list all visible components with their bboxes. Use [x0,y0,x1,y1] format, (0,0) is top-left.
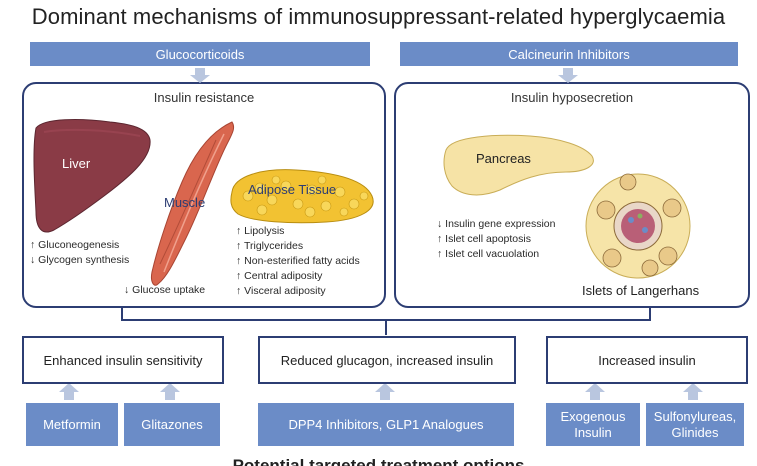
sulfonylureas-line: Sulfonylureas, [653,408,737,424]
adipose-tissue-icon [230,169,374,224]
up-arrow-icon [160,383,180,400]
glucocorticoids-header: Glucocorticoids [30,42,370,66]
adipose-effect-item: ↑ Central adiposity [236,270,323,282]
dpp4-glp1-box: DPP4 Inhibitors, GLP1 Analogues [258,403,514,446]
liver-label: Liver [62,156,91,171]
exogenous-insulin-box: Exogenous Insulin [546,403,640,446]
sulfonylureas-glinides-box: Sulfonylureas, Glinides [646,403,744,446]
muscle-label: Muscle [164,195,206,210]
pancreas-effect-item: ↓ Insulin gene expression [437,218,556,230]
connector-line [649,306,651,320]
adipose-effects: ↑ Lipolysis ↑ Triglycerides ↑ Non-esteri… [236,224,360,299]
adipose-tissue-label: Adipose Tissue [248,182,337,197]
pancreas-label: Pancreas [476,151,531,166]
down-arrow-icon [190,68,210,83]
metformin-box: Metformin [26,403,118,446]
glitazones-box: Glitazones [124,403,220,446]
liver-effects: ↑ Gluconeogenesis ↓ Glycogen synthesis [30,238,129,268]
up-arrow-icon [59,383,79,400]
exogenous-insulin-line: Exogenous [560,408,626,424]
pancreas-effects: ↓ Insulin gene expression ↑ Islet cell a… [437,217,556,262]
reduced-glucagon-box: Reduced glucagon, increased insulin [258,336,516,384]
islets-of-langerhans-label: Islets of Langerhans [582,283,700,298]
up-arrow-icon [585,383,605,400]
liver-icon [33,119,151,233]
up-arrow-icon [375,383,395,400]
down-arrow-icon [558,68,578,83]
diagram-title: Dominant mechanisms of immunosuppressant… [31,4,726,29]
pancreas-icon [443,134,594,196]
enhanced-insulin-sensitivity-box: Enhanced insulin sensitivity [22,336,224,384]
pancreas-effect-item: ↑ Islet cell apoptosis [437,233,531,245]
up-arrow-icon [683,383,703,400]
muscle-icon [151,121,235,286]
sulfonylureas-line: Glinides [671,424,719,440]
insulin-hyposecretion-panel: Insulin hyposecretion [394,82,750,308]
adipose-effect-item: ↑ Non-esterified fatty acids [236,255,360,267]
adipose-effect-item: ↑ Visceral adiposity [236,285,326,297]
exogenous-insulin-line: Insulin [574,424,612,440]
connector-line [385,319,387,335]
liver-effect-item: ↑ Gluconeogenesis [30,239,120,251]
adipose-effect-item: ↑ Triglycerides [236,240,304,252]
connector-line [121,306,123,320]
islets-of-langerhans-icon [585,173,691,279]
liver-effect-item: ↓ Glycogen synthesis [30,254,130,266]
muscle-effect: ↓ Glucose uptake [124,284,206,296]
pancreas-effect-item: ↑ Islet cell vacuolation [437,248,540,260]
increased-insulin-box: Increased insulin [546,336,748,384]
treatment-options-footer: Potential targeted treatment options [232,456,525,466]
insulin-resistance-subtitle: Insulin resistance [153,90,255,105]
calcineurin-inhibitors-header: Calcineurin Inhibitors [400,42,738,66]
insulin-hyposecretion-subtitle: Insulin hyposecretion [510,90,634,105]
adipose-effect-item: ↑ Lipolysis [236,225,285,237]
